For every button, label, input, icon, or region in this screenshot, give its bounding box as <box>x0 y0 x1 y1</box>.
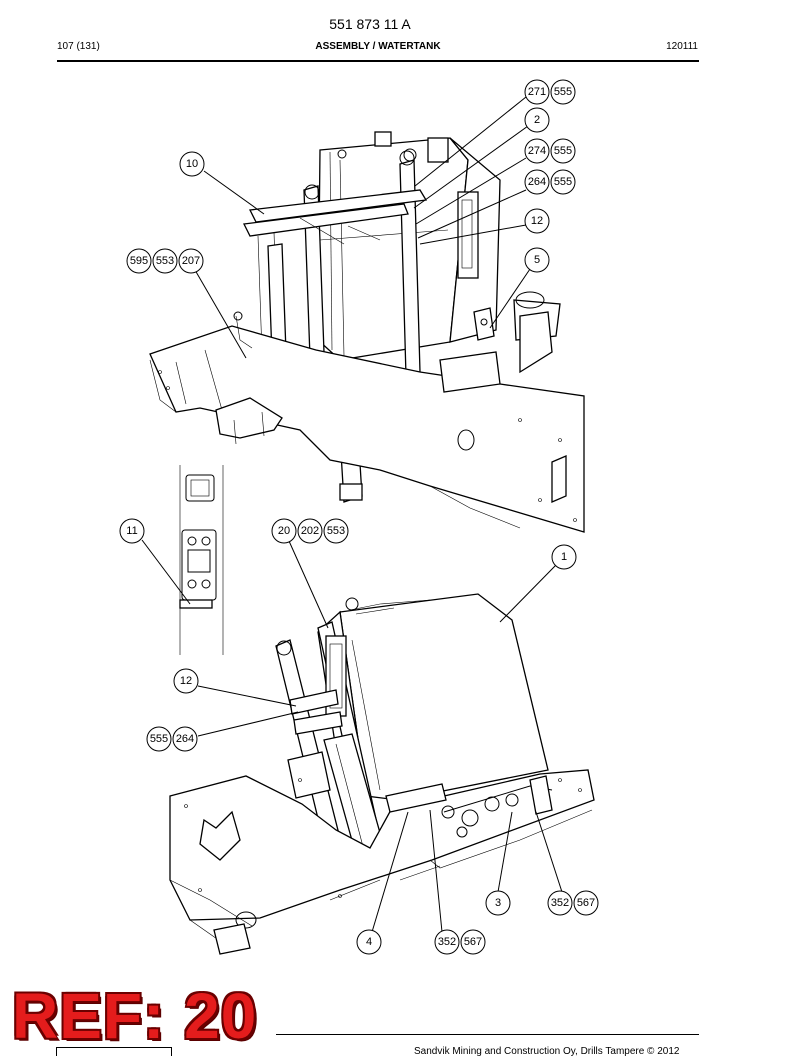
callout-12-lower: 12 <box>173 668 199 694</box>
callout-264-555: 264 555 <box>524 169 576 195</box>
callout-number: 567 <box>464 936 482 948</box>
callout-number: 4 <box>366 936 372 948</box>
callout-20-202-553: 20 202 553 <box>271 518 349 544</box>
callout-4: 4 <box>356 929 382 955</box>
callout-number: 264 <box>176 733 194 745</box>
callout-number: 555 <box>554 145 572 157</box>
callout-number: 12 <box>531 215 543 227</box>
callout-274-555: 274 555 <box>524 138 576 164</box>
callout-number: 555 <box>150 733 168 745</box>
callout-number: 2 <box>534 114 540 126</box>
header-divider <box>57 60 699 62</box>
callout-number: 352 <box>438 936 456 948</box>
page-title: ASSEMBLY / WATERTANK <box>315 41 441 52</box>
callout-number: 10 <box>186 158 198 170</box>
callout-number: 555 <box>554 86 572 98</box>
callout-271-555: 271 555 <box>524 79 576 105</box>
callout-3: 3 <box>485 890 511 916</box>
callout-number: 11 <box>126 525 137 537</box>
callout-352-567-left: 352 567 <box>434 929 486 955</box>
callout-number: 274 <box>528 145 546 157</box>
callout-number: 1 <box>561 551 567 563</box>
callout-number: 3 <box>495 897 501 909</box>
lower-assembly-view <box>169 593 595 955</box>
upper-assembly-view <box>149 131 585 533</box>
callout-12-upper: 12 <box>524 208 550 234</box>
company-logo <box>56 1047 172 1056</box>
callout-1: 1 <box>551 544 577 570</box>
reference-stamp: REF: 20 <box>12 980 258 1052</box>
footer-divider <box>276 1034 699 1035</box>
page-number: 107 (131) <box>57 41 100 52</box>
callout-number: 567 <box>577 897 595 909</box>
callout-number: 264 <box>528 176 546 188</box>
callout-11: 11 <box>119 518 145 544</box>
callout-number: 202 <box>301 525 319 537</box>
callout-number: 271 <box>528 86 546 98</box>
callout-number: 352 <box>551 897 569 909</box>
callout-number: 553 <box>156 255 174 267</box>
callout-number: 595 <box>130 255 148 267</box>
callout-number: 5 <box>534 254 540 266</box>
callout-352-567-right: 352 567 <box>547 890 599 916</box>
document-number: 551 873 11 A <box>329 16 411 32</box>
leader-lines <box>141 96 563 933</box>
callout-number: 20 <box>278 525 290 537</box>
callout-595-553-207: 595 553 207 <box>126 248 204 274</box>
callout-number: 12 <box>180 675 192 687</box>
callout-5: 5 <box>524 247 550 273</box>
callout-number: 555 <box>554 176 572 188</box>
callout-number: 553 <box>327 525 345 537</box>
callout-555-264: 555 264 <box>146 726 198 752</box>
callout-2: 2 <box>524 107 550 133</box>
footer-copyright: Sandvik Mining and Construction Oy, Dril… <box>414 1046 680 1057</box>
callout-number: 207 <box>182 255 200 267</box>
detail-plate-view <box>179 465 224 655</box>
callout-10: 10 <box>179 151 205 177</box>
date-code: 120111 <box>666 41 698 52</box>
